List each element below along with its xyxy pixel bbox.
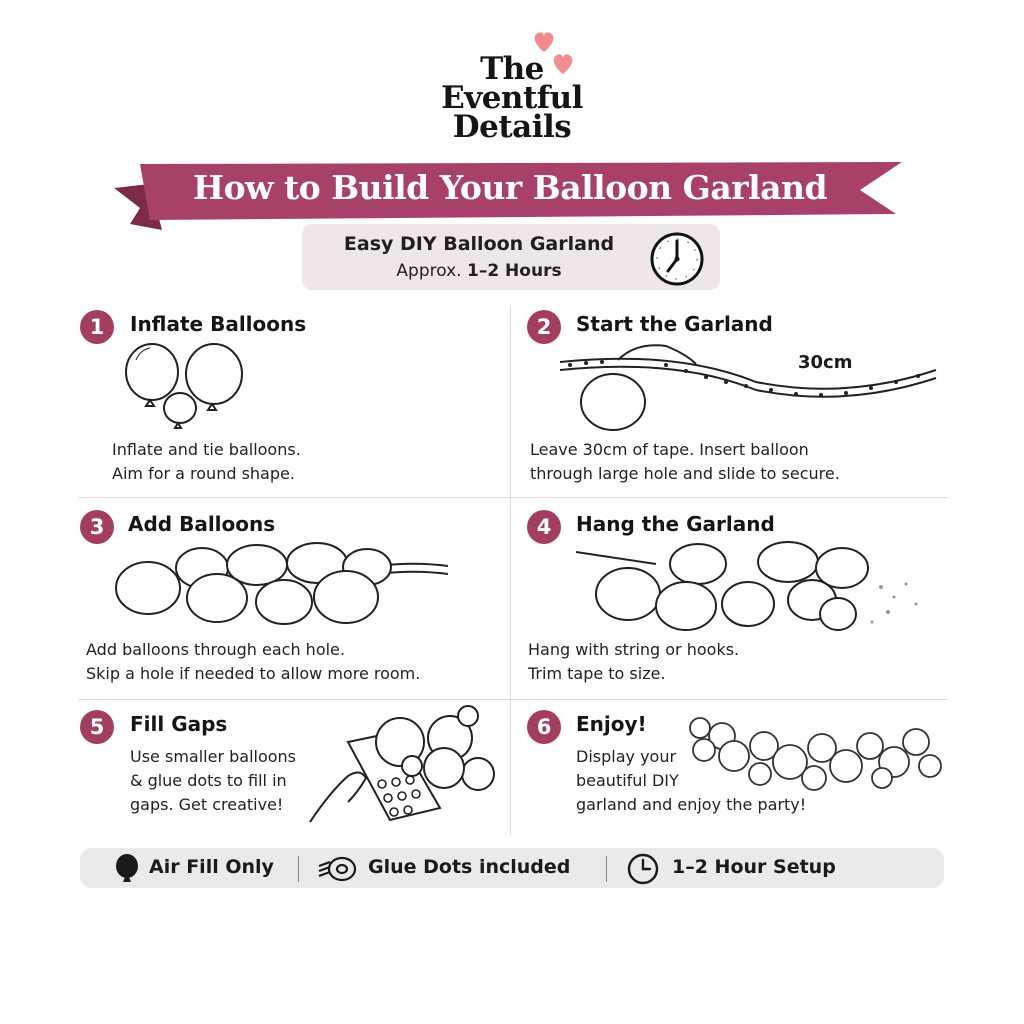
footer-bar [80, 848, 944, 888]
step-5-badge: 5 [80, 710, 114, 744]
hanging-garland-icon [575, 541, 918, 631]
timer-icon [627, 853, 659, 885]
clock-icon [650, 232, 704, 286]
step-2-title: Start the Garland [576, 312, 773, 336]
subtitle-text: Easy DIY Balloon Garland [343, 233, 615, 255]
brand-logo: The Eventful Details [0, 51, 1024, 145]
tape-length-label: 30cm [798, 352, 853, 373]
balloons-icon [125, 343, 243, 429]
logo-line-1: The [480, 51, 544, 87]
footer-separator-1 [298, 856, 299, 882]
step-5-title: Fill Gaps [130, 712, 228, 736]
duration-prefix: Approx. [396, 261, 462, 281]
page-title: How to Build Your Balloon Garland [192, 168, 828, 207]
duration-text: Approx. 1–2 Hours [312, 261, 646, 281]
step-5-desc: Use smaller balloons & glue dots to fill… [130, 747, 297, 814]
finished-garland-icon [689, 717, 942, 791]
step-6-title: Enjoy! [576, 712, 647, 736]
hearts-icon [534, 32, 573, 74]
step-2-desc: Leave 30cm of tape. Insert balloon throu… [530, 440, 840, 483]
step-4-desc: Hang with string or hooks. Trim tape to … [528, 640, 740, 683]
glue-dots-icon [318, 856, 357, 882]
subtitle-box [302, 224, 720, 290]
grid-divider-2 [78, 699, 948, 700]
step-1-desc: Inflate and tie balloons. Aim for a roun… [112, 440, 301, 483]
step-4-badge: 4 [527, 510, 561, 544]
grid-divider-1 [78, 497, 948, 498]
logo-line-2: Eventful [441, 80, 583, 116]
step-1-title: Inflate Balloons [130, 312, 307, 336]
step-3-desc: Add balloons through each hole. Skip a h… [86, 640, 421, 683]
duration-value: 1–2 Hours [466, 261, 562, 281]
footer-separator-2 [606, 856, 607, 882]
step-6-desc: Display your beautiful DIY garland and e… [576, 747, 807, 814]
step-4-title: Hang the Garland [576, 512, 775, 536]
footer-glue-dots: Glue Dots included [368, 856, 571, 878]
logo-line-3: Details [452, 109, 572, 145]
footer-setup-time: 1–2 Hour Setup [672, 856, 836, 878]
balloon-garland-icon [115, 542, 449, 625]
step-1-badge: 1 [80, 310, 114, 344]
step-2-badge: 2 [527, 310, 561, 344]
step-6-badge: 6 [527, 710, 561, 744]
garland-tape-icon [559, 344, 937, 431]
step-3-badge: 3 [80, 510, 114, 544]
title-banner [114, 162, 902, 230]
glue-dots-sheet-icon [309, 705, 495, 823]
footer-air-fill: Air Fill Only [149, 856, 274, 878]
grid-divider-vertical [510, 305, 511, 835]
balloon-icon [116, 854, 138, 882]
step-3-title: Add Balloons [128, 512, 276, 536]
